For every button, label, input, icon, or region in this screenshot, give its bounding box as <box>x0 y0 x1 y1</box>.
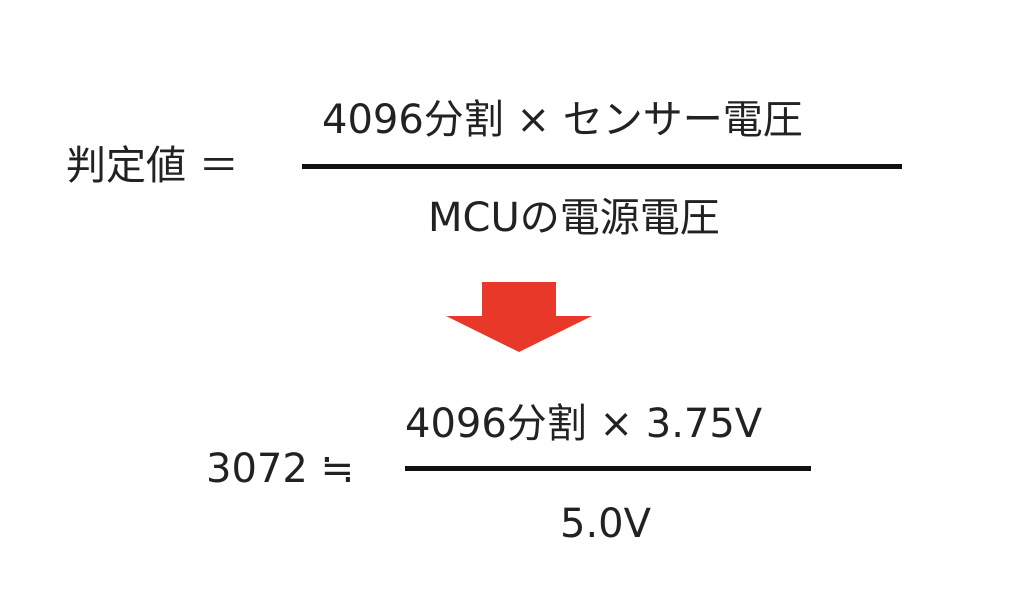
formula2-numerator: 4096分割 × 3.75V <box>405 401 763 447</box>
formula1-denominator: MCUの電源電圧 <box>428 195 720 241</box>
formula2-lhs: 3072 ≒ <box>206 446 355 492</box>
formula1-lhs: 判定値 ＝ <box>66 143 239 189</box>
formula2-fraction-bar <box>405 466 811 471</box>
formula2-denominator: 5.0V <box>560 501 651 547</box>
down-arrow-icon <box>446 282 592 352</box>
formula1-fraction-bar <box>302 164 902 169</box>
formula1-numerator: 4096分割 × センサー電圧 <box>322 97 803 143</box>
